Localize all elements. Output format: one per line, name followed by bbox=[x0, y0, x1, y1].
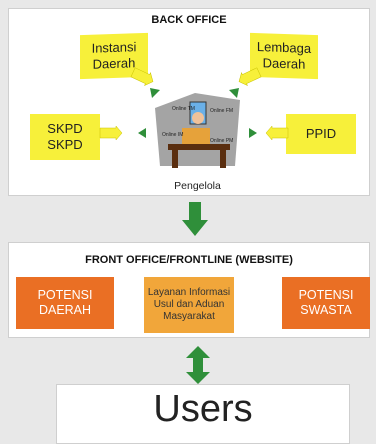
arrow-up-left-icon bbox=[150, 88, 160, 98]
users-label: Users bbox=[153, 388, 253, 430]
instansi-daerah-label: Instansi Daerah bbox=[91, 39, 137, 72]
monitor-text-2: Online FM bbox=[210, 108, 233, 114]
monitor-text-1: Online TM bbox=[172, 106, 195, 112]
monitor-text-4: Online PM bbox=[210, 138, 233, 144]
ppid-box: PPID bbox=[286, 114, 356, 154]
skpd-box: SKPD SKPD bbox=[30, 114, 100, 160]
instansi-arrow-icon bbox=[130, 67, 154, 86]
ppid-label: PPID bbox=[305, 126, 337, 141]
lembaga-daerah-box: Lembaga Daerah bbox=[250, 32, 318, 80]
pengelola-illustration: Online TM Online FM Online IM Online PM bbox=[155, 93, 240, 168]
arrow-right-icon bbox=[249, 128, 257, 138]
back-office-title: BACK OFFICE bbox=[151, 14, 227, 26]
double-arrow-icon bbox=[186, 346, 210, 384]
arrow-left-icon bbox=[138, 128, 146, 138]
layanan-label: Layanan Informasi Usul dan Aduan Masyara… bbox=[147, 287, 231, 322]
ppid-arrow-icon bbox=[265, 125, 289, 141]
potensi-daerah-label: POTENSI DAERAH bbox=[37, 288, 93, 317]
layanan-box: Layanan Informasi Usul dan Aduan Masyara… bbox=[144, 277, 234, 333]
potensi-swasta-box: POTENSI SWASTA bbox=[282, 277, 370, 329]
skpd-label: SKPD SKPD bbox=[47, 121, 83, 152]
front-office-title: FRONT OFFICE/FRONTLINE (WEBSITE) bbox=[85, 254, 293, 266]
potensi-daerah-box: POTENSI DAERAH bbox=[16, 277, 114, 329]
skpd-arrow-icon bbox=[99, 125, 123, 141]
down-arrow-icon bbox=[182, 202, 208, 236]
potensi-swasta-label: POTENSI SWASTA bbox=[298, 288, 354, 317]
arrow-up-right-icon bbox=[229, 88, 239, 98]
lembaga-arrow-icon bbox=[238, 67, 262, 86]
pengelola-label: Pengelola bbox=[174, 180, 221, 192]
users-panel bbox=[56, 384, 350, 444]
lembaga-daerah-label: Lembaga Daerah bbox=[256, 39, 312, 72]
monitor-text-3: Online IM bbox=[162, 132, 183, 138]
